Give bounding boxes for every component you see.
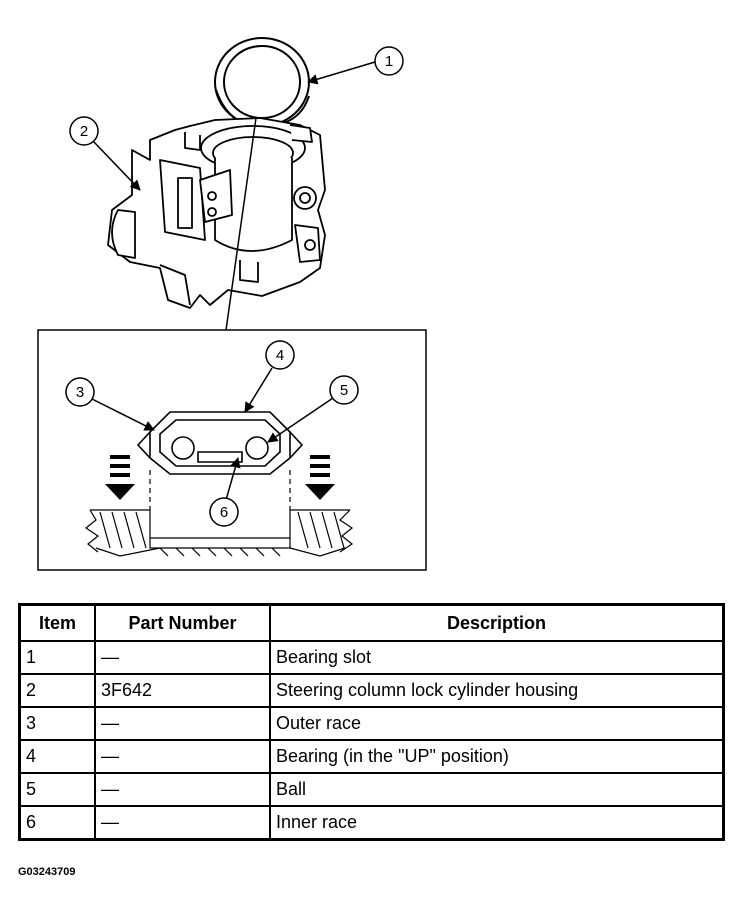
bearing-ring bbox=[214, 37, 310, 128]
bearing-cross-section bbox=[136, 411, 304, 475]
cell-description: Bearing (in the "UP" position) bbox=[269, 739, 725, 774]
lock-cylinder-housing bbox=[107, 117, 326, 309]
cell-item: 5 bbox=[18, 772, 96, 807]
cell-description: Inner race bbox=[269, 805, 725, 841]
cell-item: 2 bbox=[18, 673, 96, 708]
cell-part-number: — bbox=[94, 739, 271, 774]
press-arrow-right bbox=[305, 455, 335, 500]
header-item: Item bbox=[18, 603, 96, 642]
press-arrow-left bbox=[105, 455, 135, 500]
header-description: Description bbox=[269, 603, 725, 642]
table-row: 2 3F642 Steering column lock cylinder ho… bbox=[18, 673, 725, 708]
cell-part-number: — bbox=[94, 772, 271, 807]
table-row: 6 — Inner race bbox=[18, 805, 725, 841]
table-row: 1 — Bearing slot bbox=[18, 640, 725, 675]
table-header-row: Item Part Number Description bbox=[18, 603, 725, 642]
callout-5: 5 bbox=[340, 382, 348, 399]
callout-2: 2 bbox=[80, 123, 88, 140]
cell-part-number: — bbox=[94, 706, 271, 741]
cell-part-number: — bbox=[94, 805, 271, 841]
cell-item: 3 bbox=[18, 706, 96, 741]
bearing-installation-diagram: 1 2 bbox=[37, 37, 427, 571]
cell-item: 1 bbox=[18, 640, 96, 675]
table-row: 4 — Bearing (in the "UP" position) bbox=[18, 739, 725, 774]
cell-description: Outer race bbox=[269, 706, 725, 741]
parts-table: Item Part Number Description 1 — Bearing… bbox=[18, 603, 725, 841]
cell-part-number: 3F642 bbox=[94, 673, 271, 708]
cell-item: 6 bbox=[18, 805, 96, 841]
callout-6: 6 bbox=[220, 504, 228, 521]
cell-description: Steering column lock cylinder housing bbox=[269, 673, 725, 708]
callout-3: 3 bbox=[76, 384, 84, 401]
header-part-number: Part Number bbox=[94, 603, 271, 642]
cell-description: Bearing slot bbox=[269, 640, 725, 675]
table-row: 5 — Ball bbox=[18, 772, 725, 807]
cell-part-number: — bbox=[94, 640, 271, 675]
callout-4: 4 bbox=[276, 347, 284, 364]
press-bench bbox=[84, 509, 354, 557]
figure-id: G03243709 bbox=[18, 866, 76, 878]
cell-description: Ball bbox=[269, 772, 725, 807]
callout-1: 1 bbox=[385, 53, 393, 70]
table-row: 3 — Outer race bbox=[18, 706, 725, 741]
cell-item: 4 bbox=[18, 739, 96, 774]
detail-frame bbox=[37, 329, 427, 571]
